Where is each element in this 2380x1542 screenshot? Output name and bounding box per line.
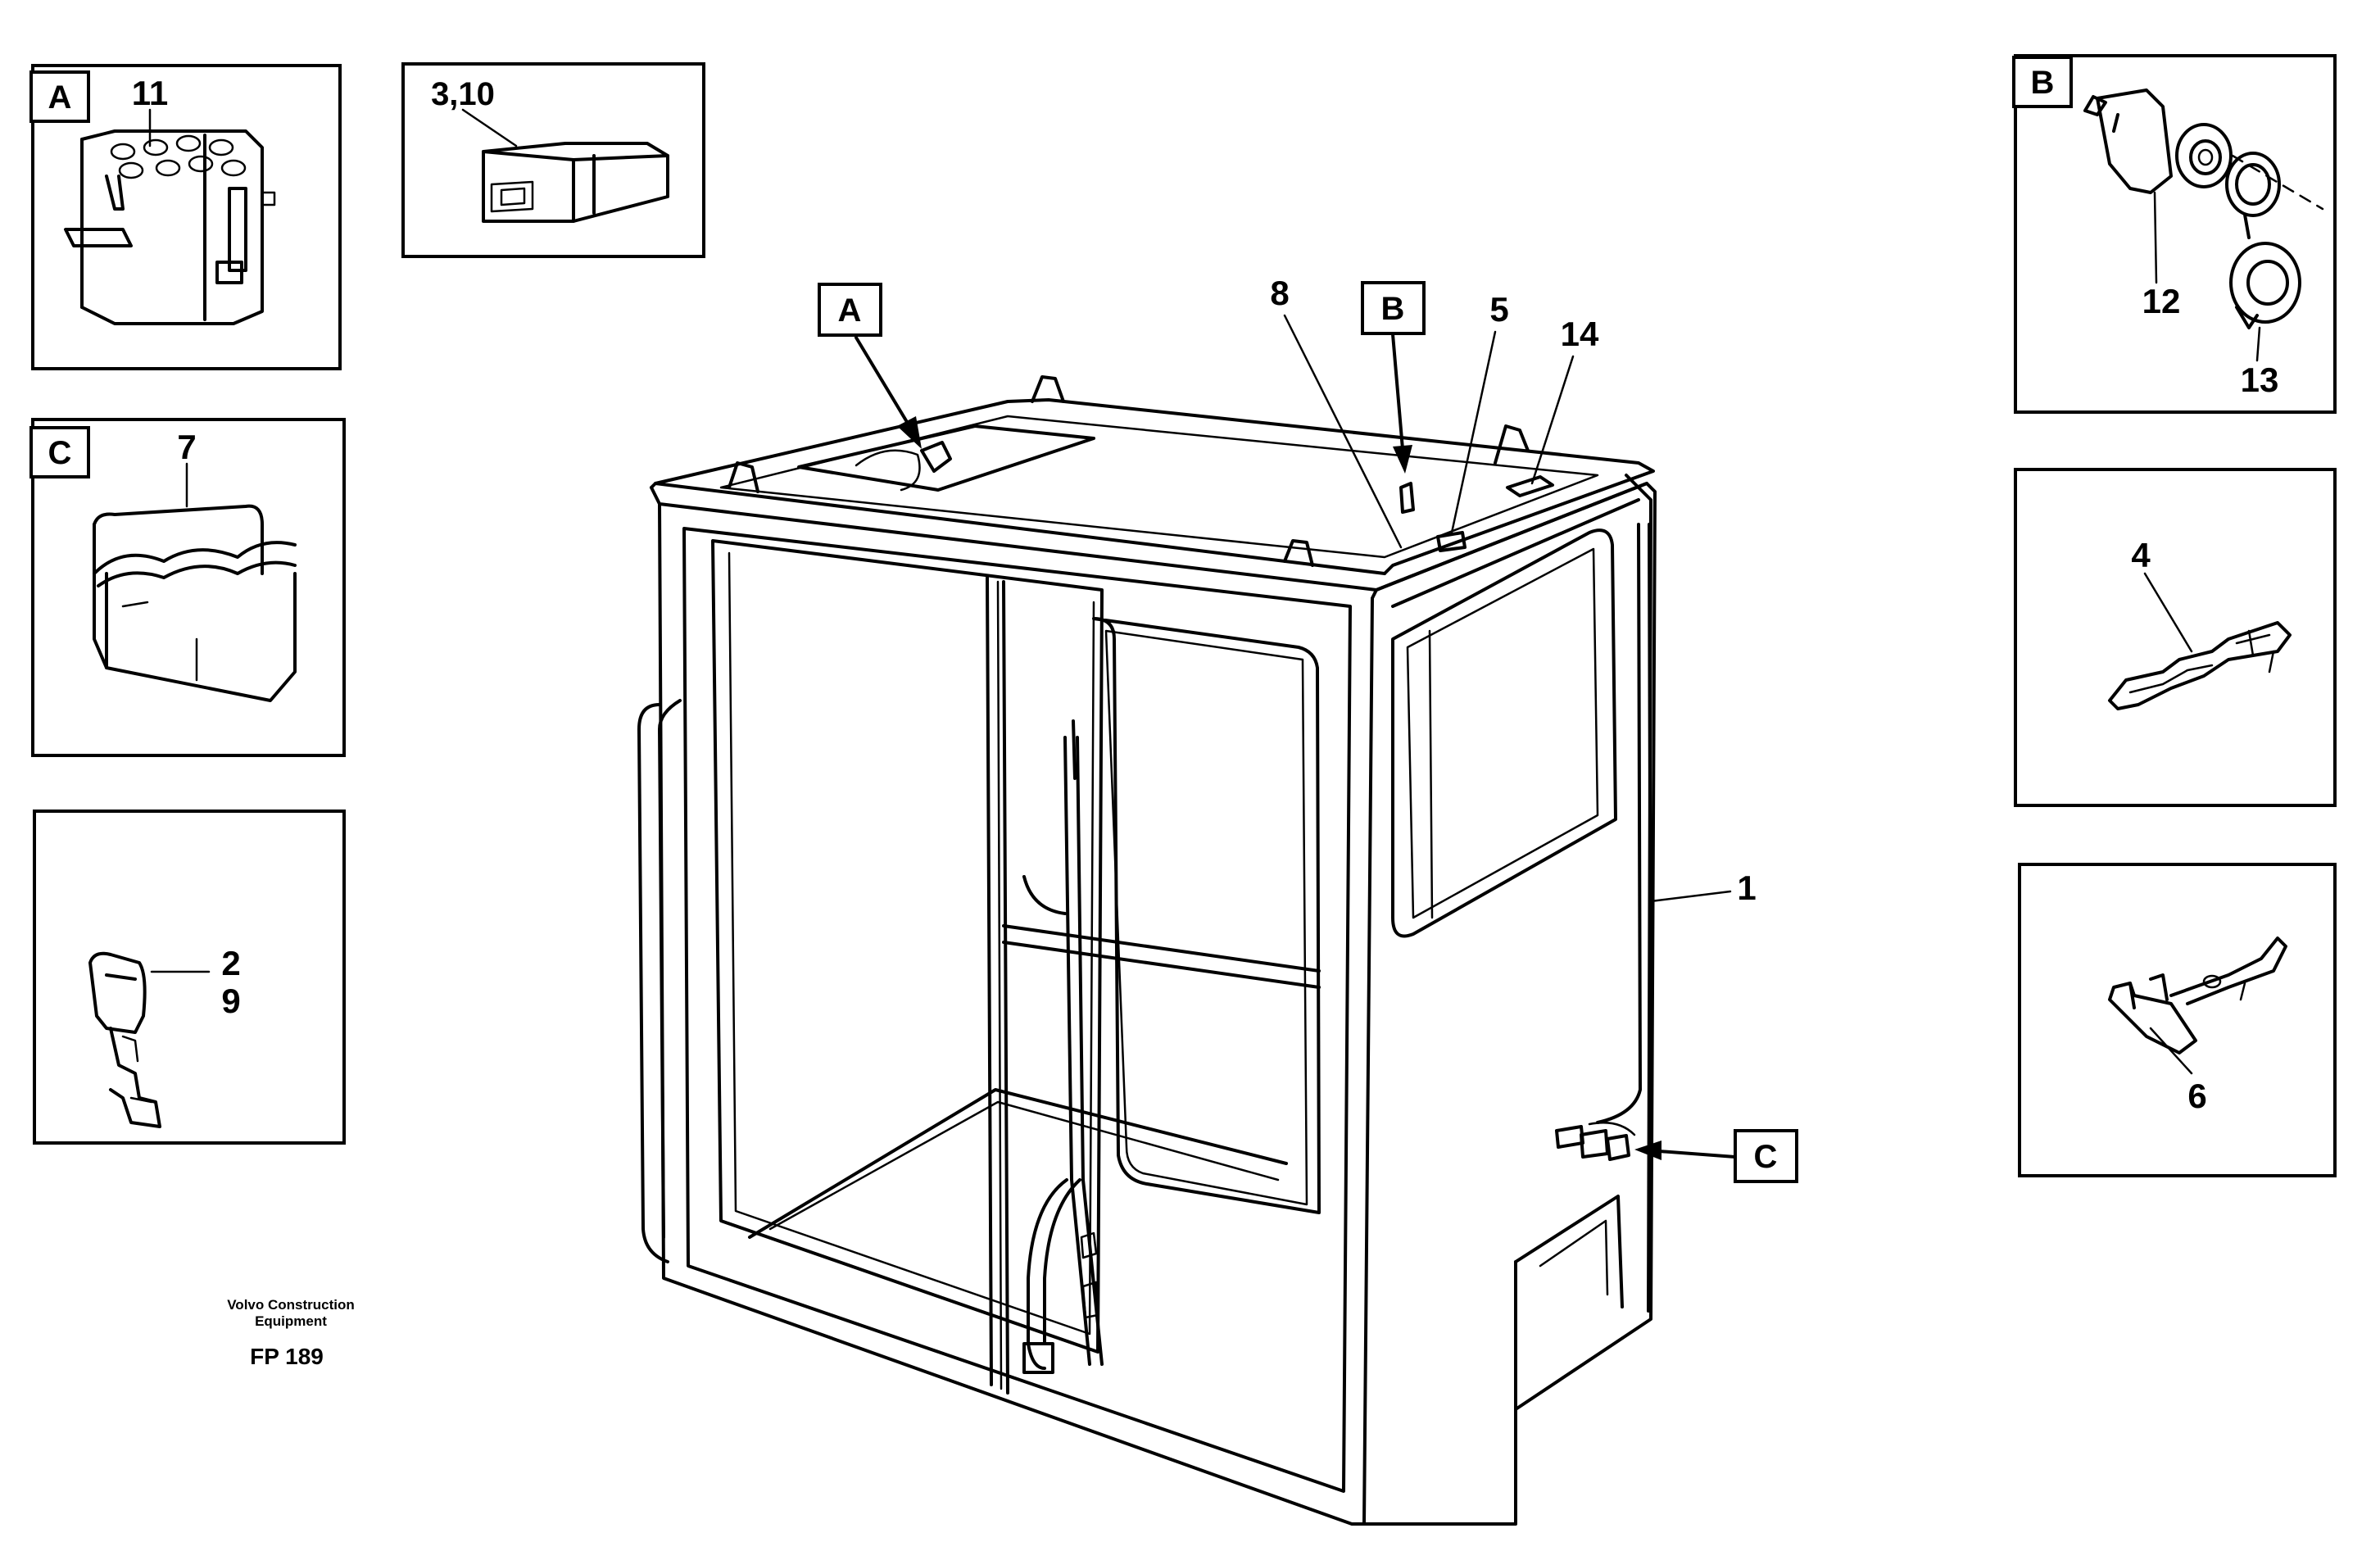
detail-box-a: A 11 — [29, 64, 342, 370]
main-callout-c: C — [1634, 1129, 1798, 1183]
main-tag-c-text: C — [1754, 1139, 1778, 1175]
company-name-line2: Equipment — [255, 1313, 327, 1329]
multipin-connector-icon — [64, 129, 276, 325]
figure-code: FP 189 — [250, 1344, 324, 1369]
part-label-8: 8 — [1270, 274, 1289, 312]
part-label-2: 2 — [221, 944, 240, 982]
terminal-receptacle-icon — [88, 951, 161, 1128]
main-tag-b-text: B — [1381, 291, 1405, 327]
part-label-14: 14 — [1561, 315, 1599, 353]
footer-credit: Volvo Construction Equipment FP 189 — [227, 1297, 355, 1369]
part-label-11: 11 — [132, 74, 168, 112]
detail-box-2-9: 2 9 — [33, 810, 346, 1145]
detail-tag-b — [2012, 56, 2073, 108]
callout-arrow-icon — [897, 416, 922, 449]
detail-tag-c-text: C — [48, 435, 72, 471]
power-socket-icon — [2083, 88, 2233, 194]
part-label-7: 7 — [177, 428, 196, 466]
socket-cap-icon — [2225, 152, 2301, 329]
flat-connector-icon — [482, 142, 669, 223]
part-label-13: 13 — [2241, 361, 2279, 399]
main-callout-a: A — [818, 283, 922, 449]
main-callout-b: B — [1361, 281, 1426, 474]
detail-box-b: B 12 13 — [2012, 54, 2337, 414]
terminal-pin-icon — [2108, 937, 2287, 1054]
part-label-5: 5 — [1489, 290, 1508, 329]
detail-box-6: 6 — [2018, 863, 2337, 1177]
part-label-4: 4 — [2131, 536, 2151, 574]
part-label-1: 1 — [1737, 869, 1756, 907]
part-label-3-10: 3,10 — [431, 76, 495, 112]
detail-box-c: C 7 — [29, 418, 346, 757]
detail-box-3-10: 3,10 — [401, 62, 705, 258]
part-label-12: 12 — [2142, 282, 2181, 320]
main-tag-c — [1734, 1129, 1798, 1183]
cab-frame — [637, 375, 1657, 1526]
cable-clip-icon — [93, 504, 297, 702]
company-name-line1: Volvo Construction — [227, 1297, 355, 1313]
detail-tag-c — [29, 426, 90, 478]
callout-arrow-icon — [1634, 1141, 1661, 1160]
part-label-6: 6 — [2187, 1077, 2206, 1115]
main-tag-a-text: A — [838, 293, 862, 329]
detail-box-4: 4 — [2014, 468, 2337, 807]
part-label-9: 9 — [221, 982, 240, 1020]
detail-tag-a — [29, 70, 90, 123]
callout-arrow-icon — [1393, 445, 1412, 474]
terminal-blade-icon — [2108, 621, 2292, 710]
detail-tag-a-text: A — [48, 79, 72, 116]
detail-tag-b-text: B — [2031, 65, 2055, 101]
main-tag-a — [818, 283, 882, 337]
